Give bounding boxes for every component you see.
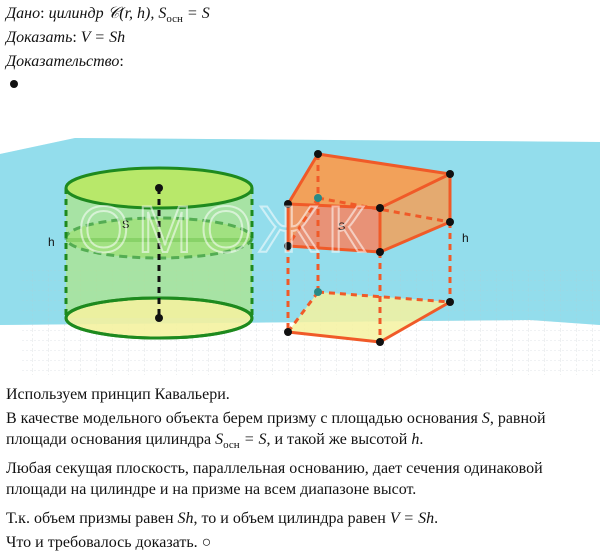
watermark-logo: ОМОЖК	[78, 192, 374, 266]
paragraph-1: Используем принцип Кавальери.	[6, 386, 230, 403]
prism-base-label: S	[338, 221, 345, 233]
p4-formula: V = Sh	[389, 510, 435, 527]
prism	[284, 150, 454, 346]
paragraph-4: Т.к. объем призмы равен Sh, то и объем ц…	[6, 508, 594, 529]
p4-text-a: Т.к. объем призмы равен	[6, 510, 178, 527]
prove-text: V = Sh	[76, 29, 126, 46]
p2-text-a: В качестве модельного объекта берем приз…	[6, 410, 482, 427]
cylinder-base-label: S	[122, 219, 129, 231]
p2-var-s: S	[481, 410, 490, 427]
p4-var-sh: Sh	[177, 510, 194, 527]
given-sub: осн	[166, 13, 183, 26]
paragraph-5: Что и требовалось доказать. ○	[6, 534, 212, 551]
prove-line: Доказать: V = Sh	[6, 28, 125, 48]
p2-eq: = S	[239, 431, 267, 448]
cylinder-height-label: h	[48, 235, 55, 249]
given-line: Дано: цилиндр 𝒞(r, h), Sосн = S	[6, 4, 210, 29]
prove-colon: :	[72, 29, 77, 46]
proof-label: Доказательство	[6, 53, 120, 70]
paragraph-3: Любая секущая плоскость, параллельная ос…	[6, 460, 543, 498]
p2-sub-osn: осн	[223, 439, 240, 452]
prove-label: Доказать	[6, 29, 73, 46]
given-colon: :	[40, 5, 45, 22]
p2-var-h: h	[411, 431, 420, 448]
bullet-dot	[10, 80, 18, 88]
p2-period: .	[419, 431, 424, 448]
given-text: цилиндр 𝒞(r, h), S	[44, 5, 167, 22]
prism-height-label: h	[462, 231, 469, 245]
cavalieri-figure: S h	[0, 138, 600, 375]
p2-var-s-osn: S	[215, 431, 224, 448]
proof-line: Доказательство:	[6, 52, 124, 72]
proof-colon: :	[119, 53, 124, 70]
p2-text-c: , равной площади основания цилиндра	[6, 410, 546, 448]
p2-text-g: , и такой же высотой	[266, 431, 412, 448]
given-label: Дано	[6, 5, 41, 22]
given-eq: = S	[182, 5, 210, 22]
paragraph-2: В качестве модельного объекта берем приз…	[6, 408, 594, 456]
cylinder	[64, 166, 254, 340]
p4-period: .	[434, 510, 439, 527]
p4-text-c: , то и объем цилиндра равен	[193, 510, 390, 527]
